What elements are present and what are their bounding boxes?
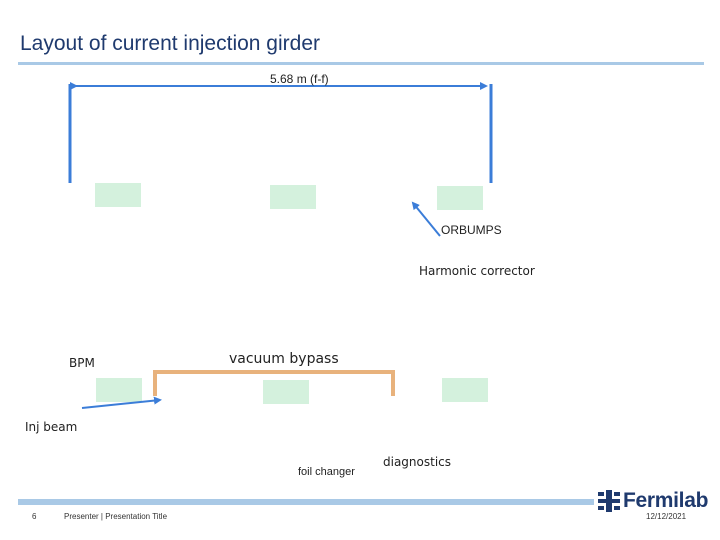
element-box-top-3 xyxy=(437,186,483,210)
vacuum-bypass-line xyxy=(153,370,395,396)
diagnostics-label: diagnostics xyxy=(383,455,452,469)
element-box-bottom-2 xyxy=(263,380,309,404)
orbumps-pointer-arrow xyxy=(411,201,441,237)
vacuum-bypass-label: vacuum bypass xyxy=(229,351,339,367)
footer-bar xyxy=(18,499,594,505)
element-box-bottom-3 xyxy=(442,378,488,402)
element-box-top-1 xyxy=(95,183,141,207)
element-box-top-2 xyxy=(270,185,316,209)
bpm-label: BPM xyxy=(69,356,95,370)
element-box-bottom-1 xyxy=(96,378,142,402)
fermilab-logo-icon xyxy=(598,490,620,512)
inj-beam-label: Inj beam xyxy=(25,420,78,434)
foil-changer-label: foil changer xyxy=(298,466,355,478)
title-rule xyxy=(18,62,704,65)
page-title: Layout of current injection girder xyxy=(20,32,320,55)
inj-beam-arrow xyxy=(81,396,162,409)
page-number: 6 xyxy=(32,512,37,521)
orbumps-label: ORBUMPS xyxy=(441,223,502,237)
slide-date: 12/12/2021 xyxy=(646,512,687,521)
harmonic-corrector-label: Harmonic corrector xyxy=(419,264,535,278)
fermilab-logo: Fermilab xyxy=(598,488,708,514)
presenter-title: Presenter | Presentation Title xyxy=(64,512,168,521)
length-label: 5.68 m (f-f) xyxy=(270,72,329,86)
logo-text: Fermilab xyxy=(623,489,709,512)
